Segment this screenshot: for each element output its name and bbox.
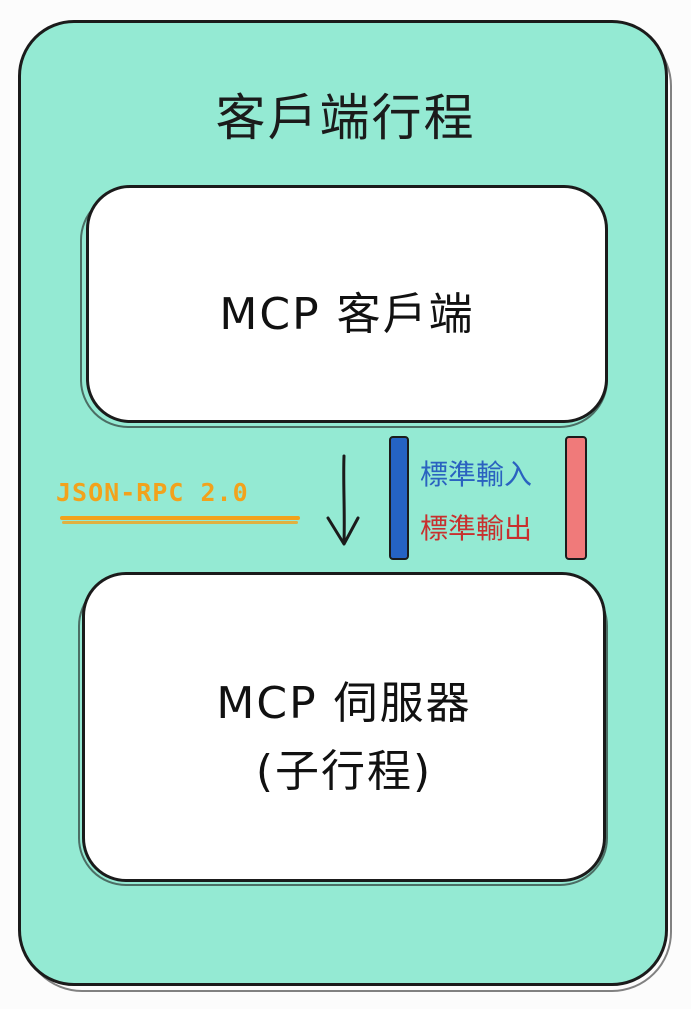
protocol-underline-second: [62, 521, 298, 524]
stdout-label: 標準輸出: [420, 512, 533, 545]
mcp-client-box: MCP 客戶端: [86, 185, 608, 423]
stdout-bar: [565, 436, 587, 560]
protocol-label: JSON-RPC 2.0: [56, 478, 249, 507]
arrow-down-icon: [326, 454, 360, 546]
mcp-server-box: MCP 伺服器 (子行程): [82, 572, 606, 882]
process-title: 客戶端行程: [215, 89, 476, 147]
stdin-label: 標準輸入: [420, 458, 533, 491]
mcp-client-label: MCP 客戶端: [219, 289, 475, 340]
subprocess-label: (子行程): [255, 746, 433, 797]
stdin-bar: [389, 436, 409, 560]
mcp-server-label: MCP 伺服器: [216, 678, 472, 729]
protocol-underline: [60, 516, 300, 520]
